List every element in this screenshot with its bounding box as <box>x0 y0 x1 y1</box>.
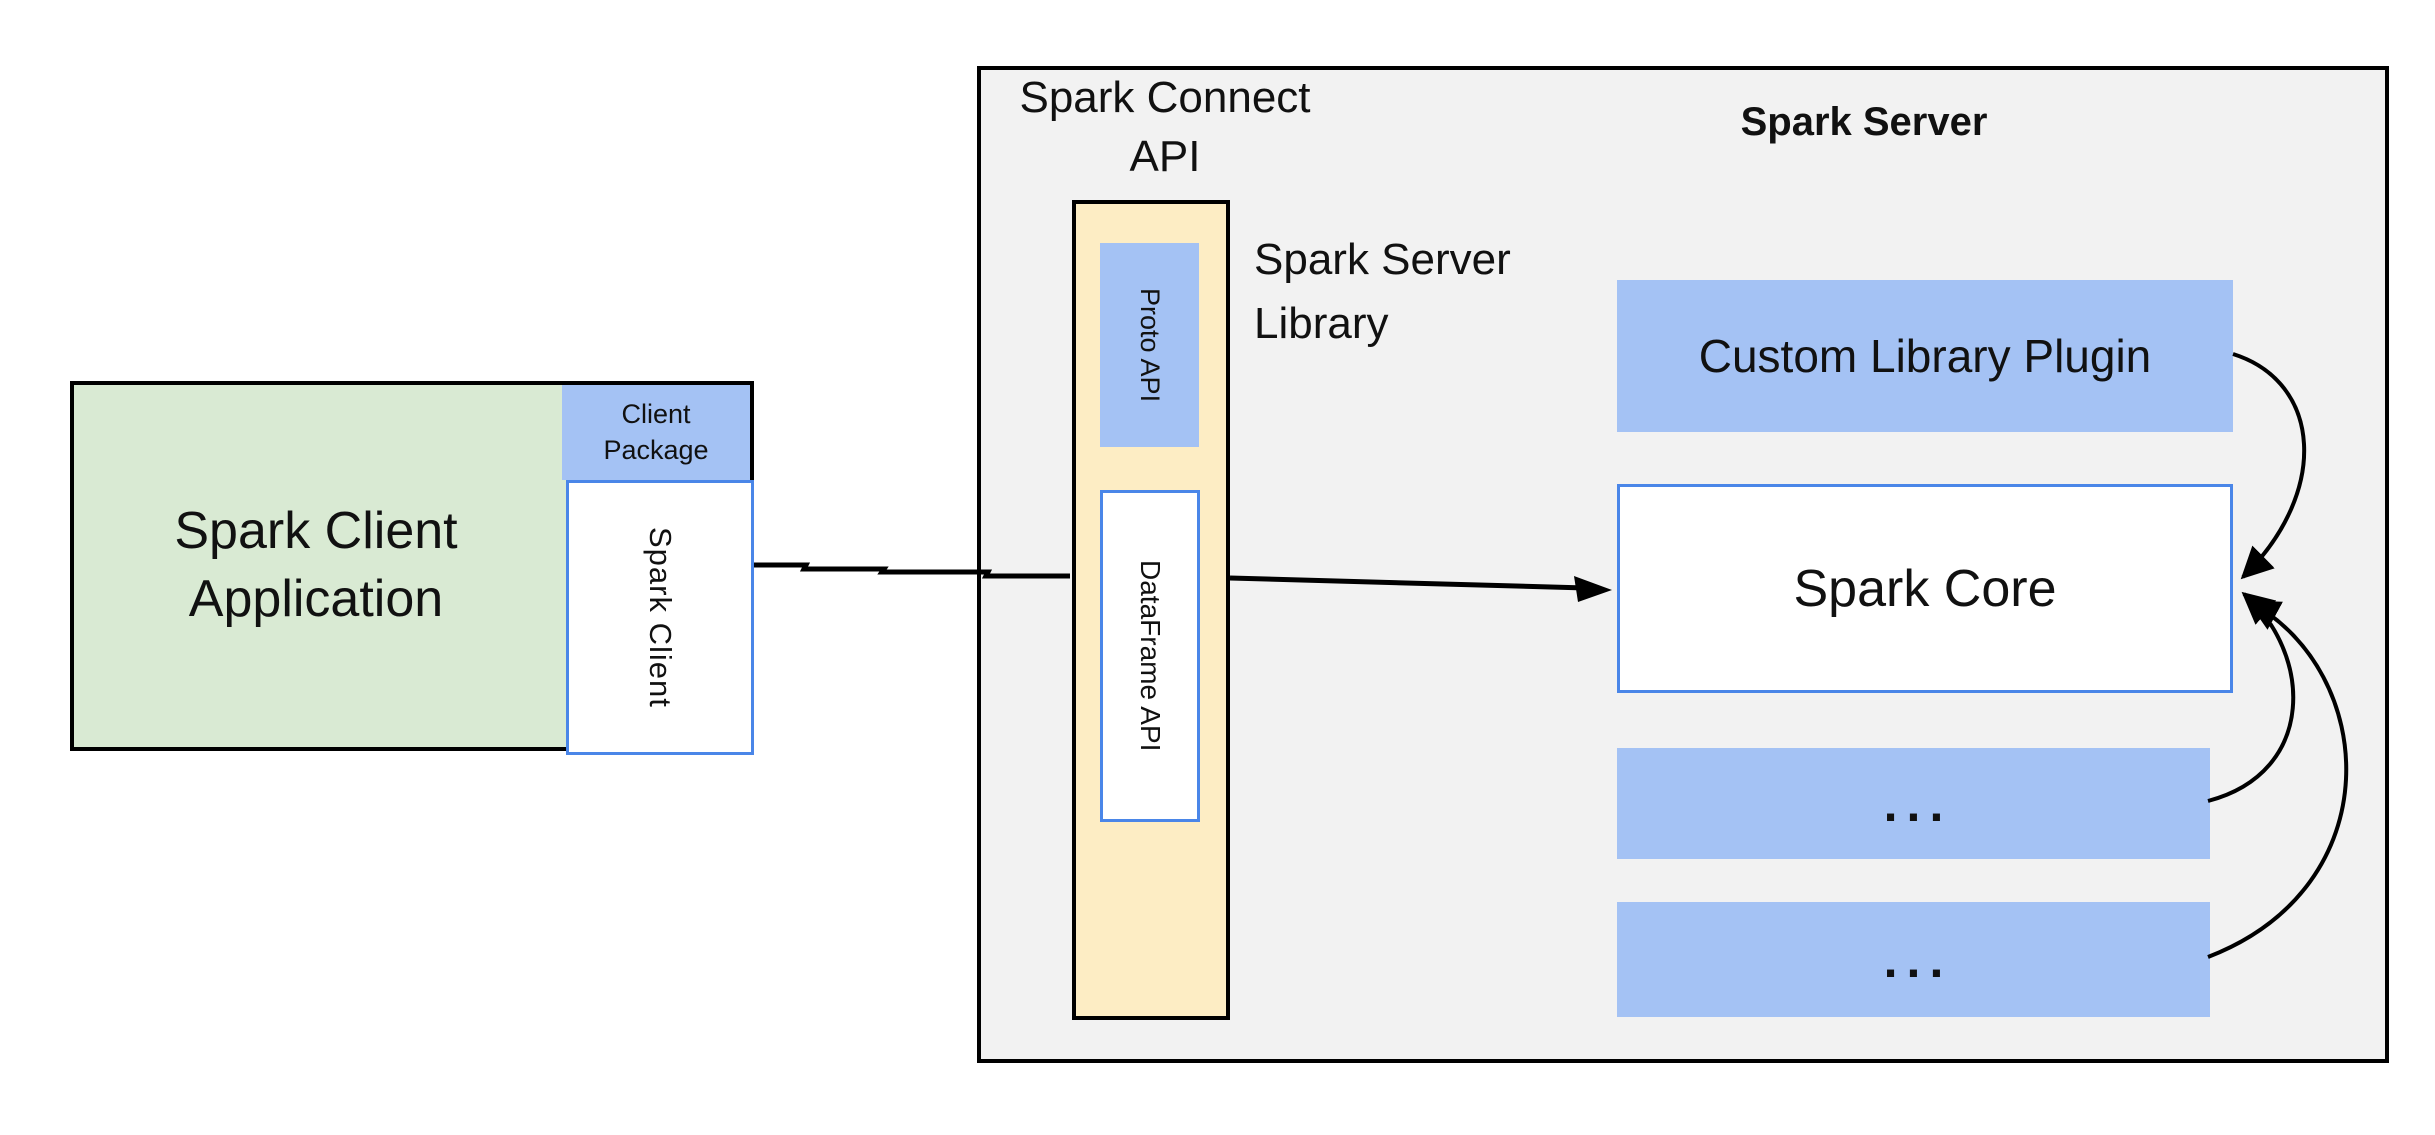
plugin-slot-1-box: ... <box>1617 748 2210 859</box>
spark-client-application-label: Spark Client Application <box>174 502 458 628</box>
spark-core-box: Spark Core <box>1617 484 2233 693</box>
dataframe-api-box: DataFrame API <box>1100 490 1200 822</box>
proto-api-box: Proto API <box>1100 243 1199 447</box>
spark-client-label: Spark Client <box>643 527 678 708</box>
custom-library-plugin-label: Custom Library Plugin <box>1698 330 2152 382</box>
dataframe-api-label: DataFrame API <box>1135 560 1166 752</box>
spark-core-label: Spark Core <box>1793 559 2057 618</box>
custom-library-plugin-box: Custom Library Plugin <box>1617 280 2233 432</box>
spark-client-box: Spark Client <box>566 480 754 755</box>
client-package-box: Client Package <box>562 385 750 480</box>
plugin-slot-2-box: ... <box>1617 902 2210 1017</box>
proto-api-label: Proto API <box>1135 287 1165 403</box>
spark-connect-api-label: Spark Connect API <box>1019 73 1311 182</box>
plugin-slot-2-dots: ... <box>1883 931 1953 988</box>
spark-server-library-label: Spark Server Library <box>1254 235 1511 348</box>
plugin-slot-1-dots: ... <box>1883 775 1953 832</box>
client-package-label: Client Package <box>603 399 709 465</box>
spark-server-title: Spark Server <box>1740 100 1988 144</box>
